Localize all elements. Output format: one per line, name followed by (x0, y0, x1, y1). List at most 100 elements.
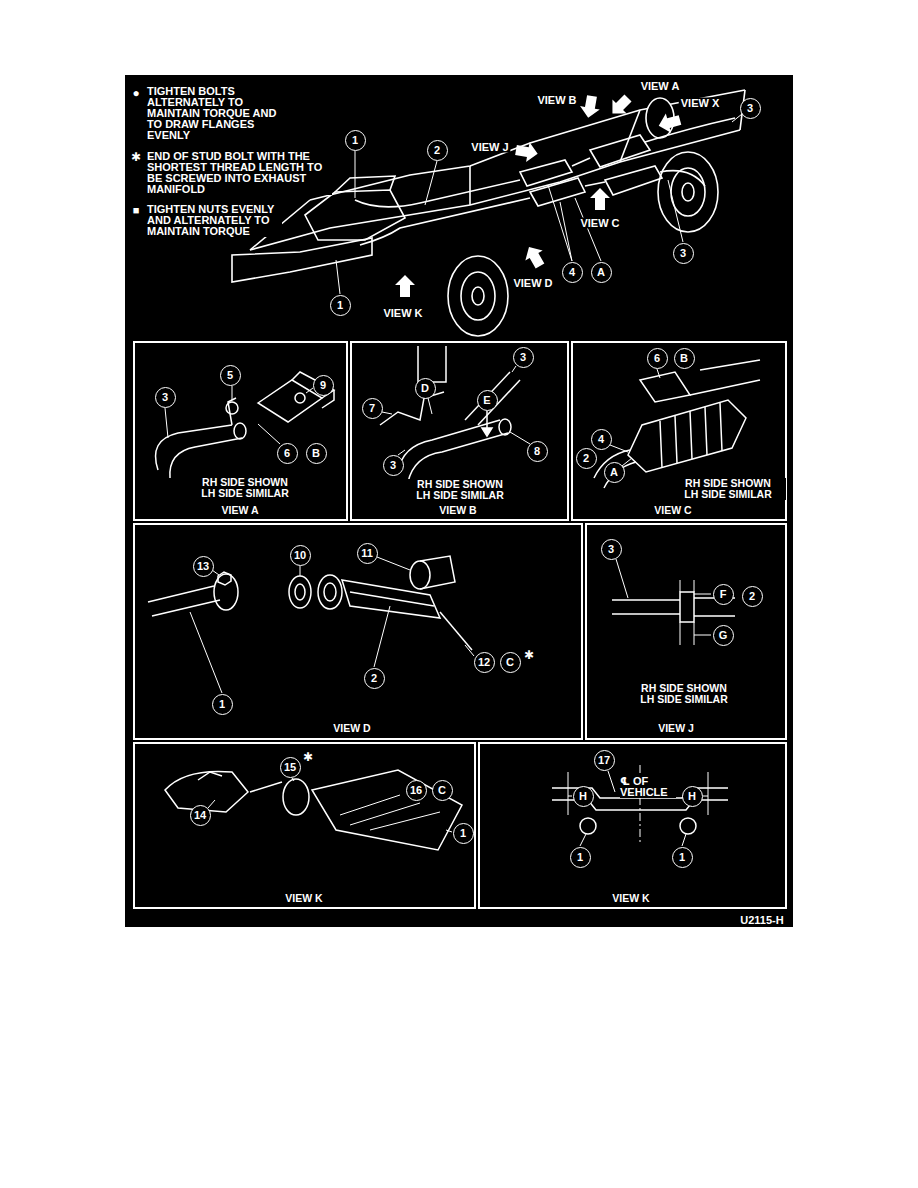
callout-circle: 14 (190, 805, 211, 826)
wheel (658, 152, 718, 232)
hanger-detail (408, 433, 508, 482)
exhaust-pipe (355, 180, 520, 207)
callout-number: 2 (371, 673, 377, 684)
view-caption: VIEW D (331, 723, 372, 734)
callout-number: 4 (569, 267, 575, 278)
view-arrow (395, 91, 683, 297)
hanger-detail (226, 402, 238, 414)
clamp-detail (680, 580, 711, 594)
note-symbol: ✱ (522, 649, 536, 661)
wheel (448, 98, 718, 336)
clamp-detail (680, 592, 694, 622)
callout-number: 9 (320, 380, 326, 391)
callout-circle: 1 (345, 130, 366, 151)
callout-number: 15 (284, 762, 296, 773)
hanger-detail (478, 380, 520, 425)
callout-circle: 6 (647, 348, 668, 369)
callout-number: 2 (434, 145, 440, 156)
clamp-detail (680, 622, 711, 645)
clamp-detail (612, 559, 735, 645)
muffler (700, 360, 760, 370)
exhaust-pipe (605, 166, 662, 195)
heat-shield (312, 770, 462, 850)
callout-circle: 16 (406, 780, 427, 801)
clamp-detail (616, 559, 628, 598)
callout-circle: 1 (330, 295, 351, 316)
callout-circle: H (682, 786, 703, 807)
callout-number: C (506, 657, 514, 668)
callout-number: B (680, 353, 688, 364)
callout-circle: 8 (527, 441, 548, 462)
leader-line (560, 202, 572, 261)
callout-number: 14 (194, 810, 206, 821)
muffler (660, 403, 722, 468)
callout-circle: 1 (570, 847, 591, 868)
callout-circle: 3 (383, 455, 404, 476)
callout-number: 1 (577, 852, 583, 863)
hanger-detail (380, 346, 530, 482)
callout-number: B (312, 448, 320, 459)
manifold-joint (148, 586, 214, 602)
side-note: RH SIDE SHOWN LH SIDE SIMILAR (626, 683, 742, 705)
manifold-joint (289, 576, 311, 608)
callout-number: 1 (679, 852, 685, 863)
side-note: RH SIDE SHOWN LH SIDE SIMILAR (670, 478, 786, 500)
heat-shield (283, 779, 309, 815)
crossmember (552, 765, 728, 846)
leader-line (425, 161, 437, 205)
view-arrow (590, 188, 610, 210)
callout-circle: C (500, 652, 521, 673)
callout-number: 5 (227, 370, 233, 381)
view-arrow (605, 91, 635, 121)
callout-circle: 9 (313, 375, 334, 396)
hanger-detail (234, 423, 246, 439)
callout-number: D (421, 383, 429, 394)
wheel (448, 256, 508, 336)
callout-number: 6 (654, 353, 660, 364)
callout-number: 3 (747, 103, 753, 114)
callout-number: E (483, 395, 490, 406)
callout-circle: 17 (594, 750, 615, 771)
muffler (604, 462, 636, 488)
wheel (671, 168, 705, 216)
side-note: RH SIDE SHOWN LH SIDE SIMILAR (187, 477, 303, 499)
callout-circle: 10 (290, 545, 311, 566)
manifold-joint (152, 600, 220, 616)
heat-shield (165, 770, 462, 850)
manifold-joint (218, 572, 231, 585)
callout-number: 6 (284, 448, 290, 459)
heat-shield (250, 782, 282, 792)
muffler (628, 400, 746, 472)
callout-circle: A (591, 262, 612, 283)
callout-circle: 12 (474, 652, 495, 673)
view-caption: VIEW K (283, 893, 324, 904)
callout-circle: 1 (672, 847, 693, 868)
callout-number: 1 (352, 135, 358, 146)
wheel (682, 183, 694, 201)
callout-number: F (720, 589, 727, 600)
muffler (690, 380, 760, 395)
view-arrow (395, 275, 415, 297)
callout-circle: A (604, 462, 625, 483)
view-panel: RH SIDE SHOWN LH SIDE SIMILARVIEW C6B4A2 (571, 341, 787, 521)
callout-circle: C (432, 780, 453, 801)
chassis-frame (232, 238, 372, 282)
callout-number: 3 (520, 352, 526, 363)
manifold-joint (318, 575, 342, 609)
callout-circle: F (713, 584, 734, 605)
assembly-note: END OF STUD BOLT WITH THE SHORTEST THREA… (147, 151, 332, 195)
callout-number: C (438, 785, 446, 796)
clamp-detail (612, 600, 680, 614)
callout-number: 12 (478, 657, 490, 668)
callout-number: 1 (460, 828, 466, 839)
wheel (472, 287, 484, 305)
view-panel: RH SIDE SHOWN LH SIDE SIMILARVIEW J3F2G (585, 523, 787, 740)
callout-number: G (719, 630, 728, 641)
note-symbol: ✱ (301, 751, 315, 763)
callout-circle: 6 (277, 443, 298, 464)
callout-number: 1 (337, 300, 343, 311)
callout-circle: 2 (742, 586, 763, 607)
callout-number: 13 (197, 561, 209, 572)
